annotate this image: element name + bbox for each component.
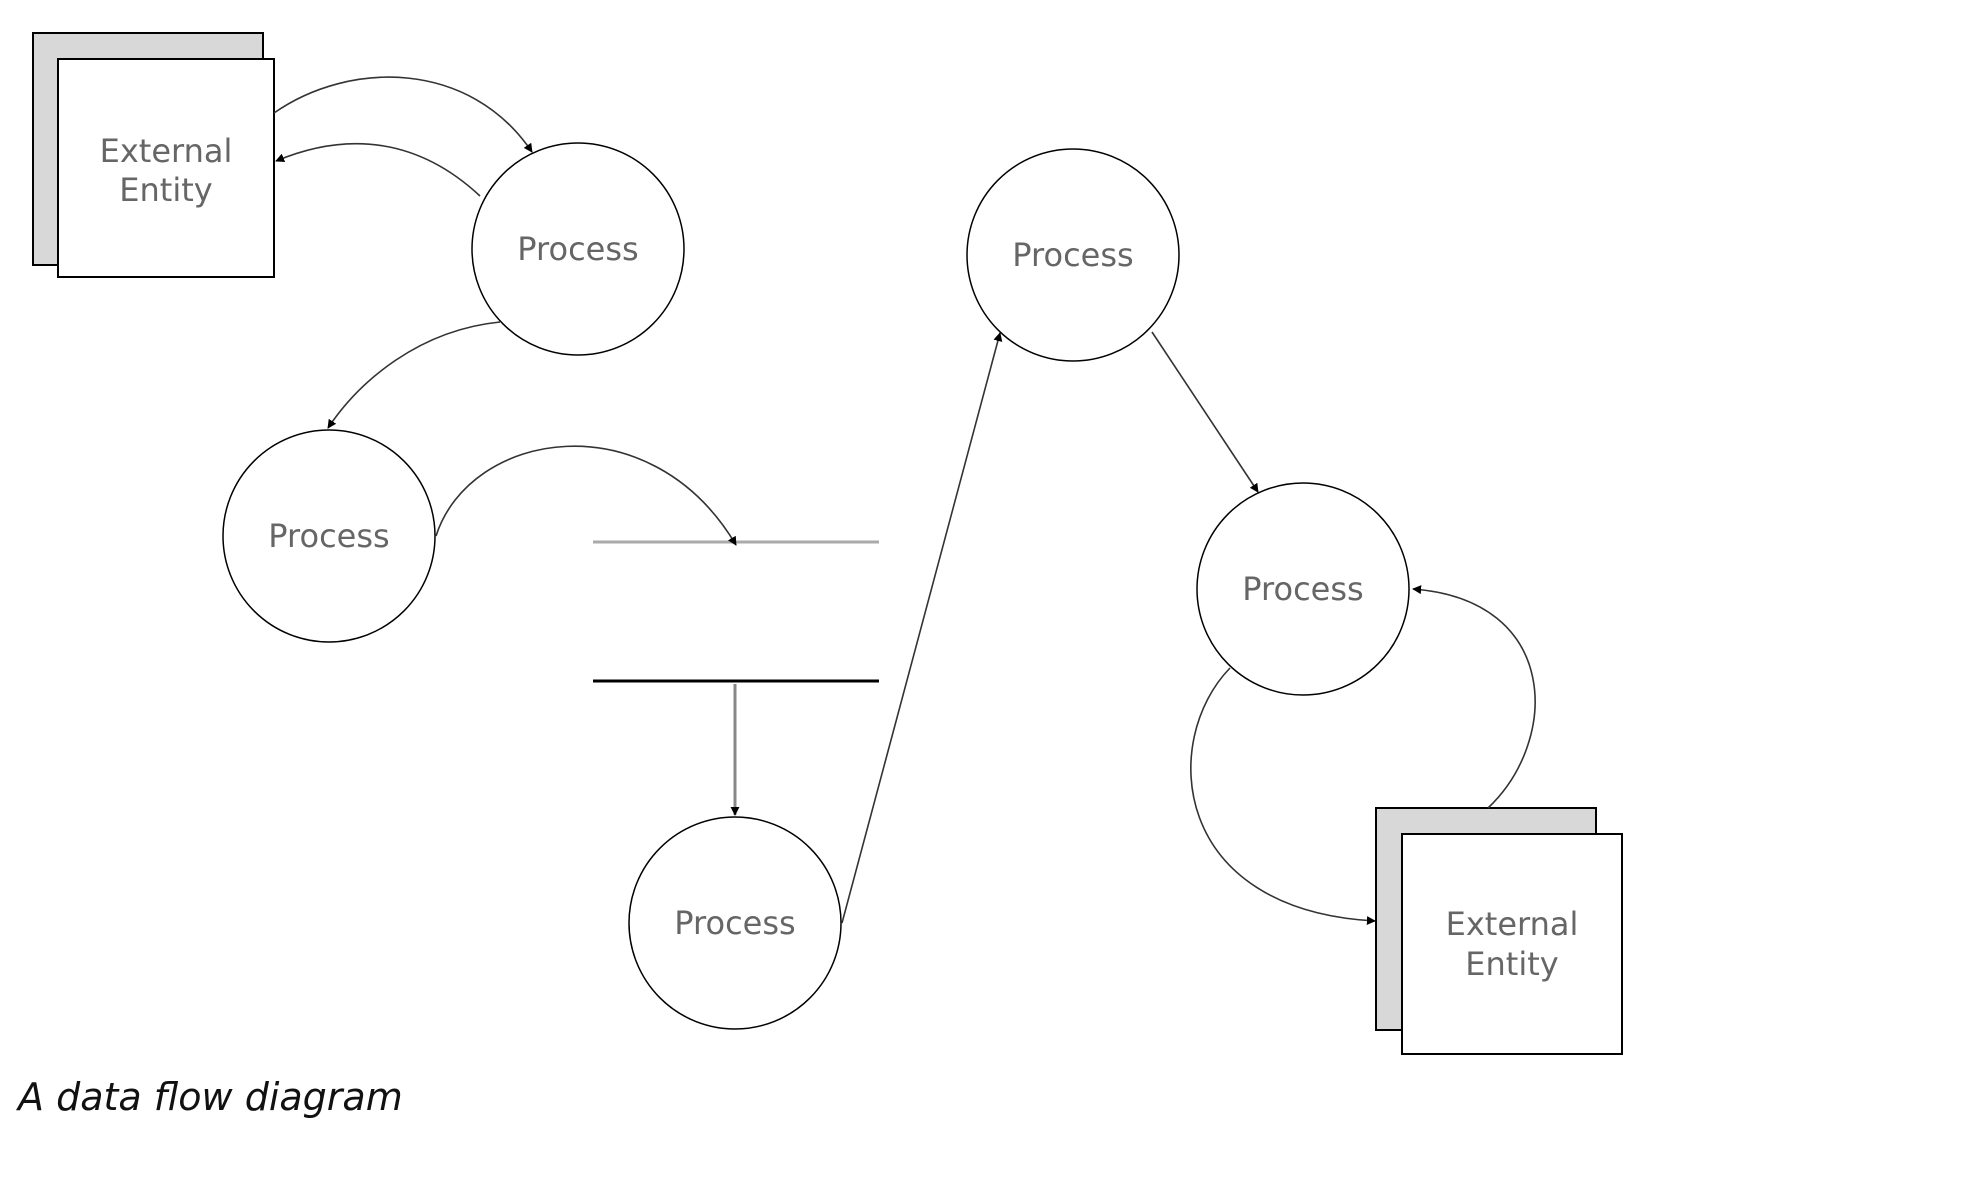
process-4[interactable]: Process	[966, 148, 1180, 362]
process-3-circle	[628, 816, 842, 1030]
flow-p4-to-p5[interactable]	[1151, 331, 1259, 493]
flow-p5-to-ee2[interactable]	[1190, 667, 1376, 926]
external-entity-1-label-line2: Entity	[119, 171, 212, 209]
external-entity-2[interactable]: External Entity	[1375, 807, 1623, 1055]
flow-ee1-to-p1[interactable]	[273, 76, 533, 153]
external-entity-1[interactable]: External Entity	[32, 32, 275, 278]
process-2-circle	[222, 429, 436, 643]
process-5-circle	[1196, 482, 1410, 696]
flow-p1-to-ee1[interactable]	[275, 142, 481, 197]
flow-p3-to-p4[interactable]	[841, 332, 1003, 924]
process-2[interactable]: Process	[222, 429, 436, 643]
process-1[interactable]: Process	[471, 142, 685, 356]
external-entity-2-box	[1401, 833, 1623, 1055]
external-entity-2-label-line2: Entity	[1465, 945, 1558, 983]
figure-caption: A data flow diagram	[18, 1075, 403, 1119]
external-entity-1-label-line1: External	[100, 132, 233, 170]
flow-p1-to-p2[interactable]	[327, 321, 501, 429]
process-3[interactable]: Process	[628, 816, 842, 1030]
process-4-circle	[966, 148, 1180, 362]
process-1-label: Process	[517, 230, 638, 268]
flow-p2-to-data-store[interactable]	[435, 445, 737, 546]
process-2-label: Process	[268, 517, 389, 555]
external-entity-1-box	[57, 58, 275, 278]
process-1-circle	[471, 142, 685, 356]
data-store[interactable]	[593, 540, 879, 683]
external-entity-2-label-line1: External	[1446, 905, 1579, 943]
process-5[interactable]: Process	[1196, 482, 1410, 696]
process-3-label: Process	[674, 904, 795, 942]
process-4-label: Process	[1012, 236, 1133, 274]
flow-ee2-to-p5[interactable]	[1412, 585, 1536, 809]
process-5-label: Process	[1242, 570, 1363, 608]
